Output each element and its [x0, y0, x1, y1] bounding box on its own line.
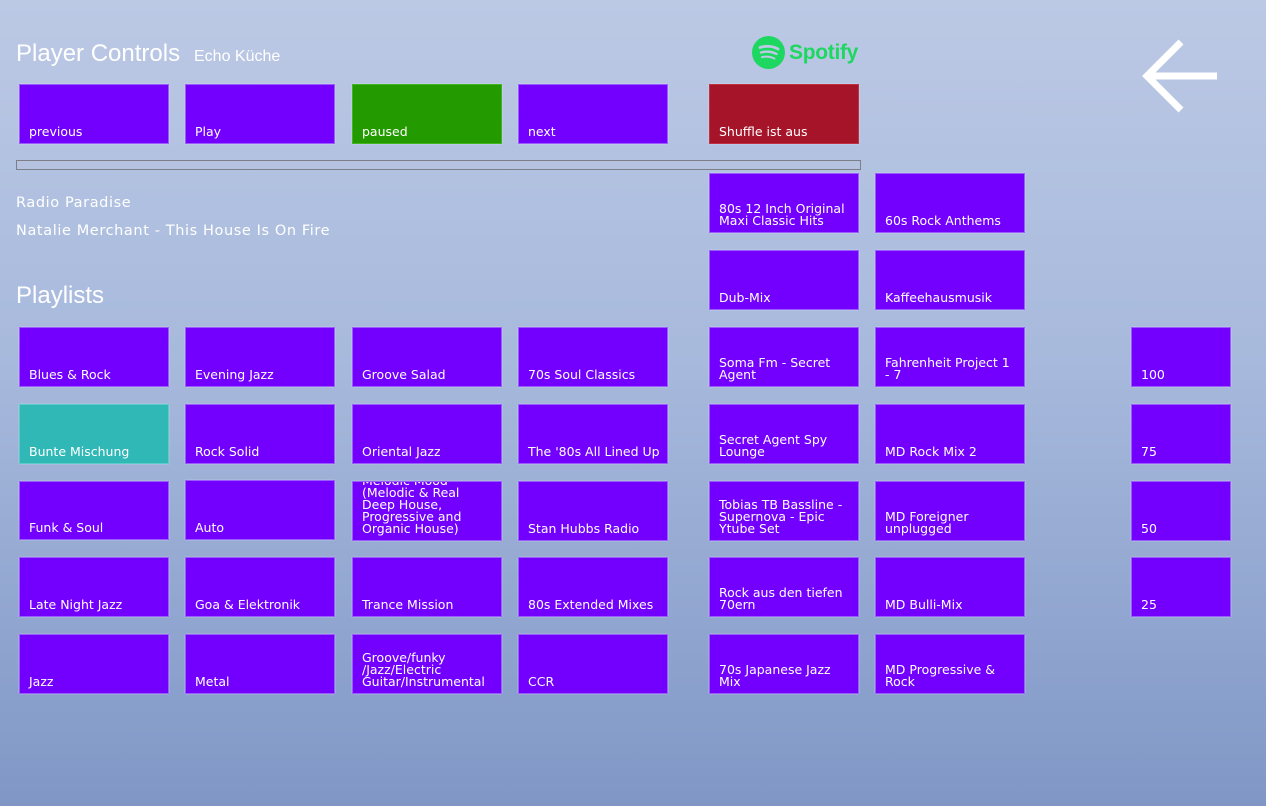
playlist-tile[interactable]: 70s Soul Classics	[518, 327, 668, 387]
volume-label: 50	[1141, 521, 1157, 536]
playlist-tile[interactable]: 80s Extended Mixes	[518, 557, 668, 617]
playlist-tile[interactable]: Blues & Rock	[19, 327, 169, 387]
playlist-label: Rock Solid	[195, 444, 260, 459]
playlist-tile[interactable]: Trance Mission	[352, 557, 502, 617]
shuffle-toggle[interactable]: Shuffle ist aus	[709, 84, 859, 144]
button-label: previous	[29, 124, 83, 139]
playlist-tile[interactable]: MD Rock Mix 2	[875, 404, 1025, 464]
device-name: Echo Küche	[194, 48, 281, 65]
playlist-tile[interactable]: Auto	[185, 480, 335, 540]
playlist-label: 80s Extended Mixes	[528, 597, 654, 612]
playlist-label: 80s 12 Inch Original Maxi Classic Hits	[719, 201, 845, 228]
playlist-label: 60s Rock Anthems	[885, 213, 1001, 228]
playlists-heading: Playlists	[16, 282, 105, 309]
playlist-tile[interactable]: Kaffeehausmusik	[875, 250, 1025, 310]
progress-bar[interactable]	[16, 160, 861, 170]
playlist-tile[interactable]: MD Bulli-Mix	[875, 557, 1025, 617]
button-label: Shuffle ist aus	[719, 124, 808, 139]
arrow-left-icon	[1142, 39, 1217, 113]
playlist-label: Groove/funky /Jazz/Electric Guitar/Instr…	[362, 650, 485, 689]
playlist-tile[interactable]: Jazz	[19, 634, 169, 694]
back-button[interactable]	[1141, 38, 1221, 114]
playlist-tile-selected[interactable]: Bunte Mischung	[19, 404, 169, 464]
next-button[interactable]: next	[518, 84, 668, 144]
playlist-tile[interactable]: 70s Japanese Jazz Mix	[709, 634, 859, 694]
playlist-label: Dub-Mix	[719, 290, 771, 305]
playlist-tile[interactable]: Soma Fm - Secret Agent	[709, 327, 859, 387]
playlist-label: Fahrenheit Project 1 - 7	[885, 355, 1010, 382]
playlist-tile[interactable]: MD Foreigner unplugged	[875, 481, 1025, 541]
playlist-tile[interactable]: Rock Solid	[185, 404, 335, 464]
playlist-tile[interactable]: 60s Rock Anthems	[875, 173, 1025, 233]
playlist-label: MD Progressive & Rock	[885, 662, 996, 689]
playlist-label: Blues & Rock	[29, 367, 111, 382]
playlist-tile[interactable]: Rock aus den tiefen 70ern	[709, 557, 859, 617]
playlist-label: Metal	[195, 674, 230, 689]
playlist-label: Jazz	[29, 674, 54, 689]
station-name: Radio Paradise	[16, 195, 132, 211]
playlist-label: Tobias TB Bassline - Supernova - Epic Yt…	[719, 497, 843, 536]
playlist-tile[interactable]: MD Progressive & Rock	[875, 634, 1025, 694]
playlist-tile[interactable]: Stan Hubbs Radio	[518, 481, 668, 541]
playlist-label: Goa & Elektronik	[195, 597, 301, 612]
playlist-tile[interactable]: Funk & Soul	[19, 481, 169, 540]
playlist-label: Rock aus den tiefen 70ern	[719, 585, 843, 612]
playlist-label: Bunte Mischung	[29, 444, 130, 459]
playlist-tile[interactable]: Fahrenheit Project 1 - 7	[875, 327, 1025, 387]
button-label: next	[528, 124, 556, 139]
playlist-tile[interactable]: Melodic Mood (Melodic & Real Deep House,…	[352, 481, 502, 541]
playlist-label: CCR	[528, 674, 555, 689]
previous-button[interactable]: previous	[19, 84, 169, 144]
playlist-label: Oriental Jazz	[362, 444, 441, 459]
playlist-tile[interactable]: 80s 12 Inch Original Maxi Classic Hits	[709, 173, 859, 233]
playlist-tile[interactable]: The '80s All Lined Up	[518, 404, 668, 464]
playlist-tile[interactable]: Groove/funky /Jazz/Electric Guitar/Instr…	[352, 634, 502, 694]
playlist-tile[interactable]: Secret Agent Spy Lounge	[709, 404, 859, 464]
play-button[interactable]: Play	[185, 84, 335, 144]
playlist-label: MD Rock Mix 2	[885, 444, 977, 459]
volume-label: 75	[1141, 444, 1157, 459]
playlist-tile[interactable]: Goa & Elektronik	[185, 557, 335, 617]
spotify-logo: Spotify	[752, 36, 858, 69]
playlist-tile[interactable]: Late Night Jazz	[19, 557, 169, 617]
pause-button[interactable]: paused	[352, 84, 502, 144]
playlist-label: MD Bulli-Mix	[885, 597, 963, 612]
spotify-icon	[752, 36, 785, 69]
playlist-label: Kaffeehausmusik	[885, 290, 992, 305]
playlist-tile[interactable]: Groove Salad	[352, 327, 502, 387]
playlist-label: Trance Mission	[362, 597, 454, 612]
volume-25-button[interactable]: 25	[1131, 557, 1231, 617]
playlist-tile[interactable]: Metal	[185, 634, 335, 694]
playlist-tile[interactable]: Evening Jazz	[185, 327, 335, 387]
playlist-label: Secret Agent Spy Lounge	[719, 432, 828, 459]
playlist-tile[interactable]: Oriental Jazz	[352, 404, 502, 464]
volume-label: 100	[1141, 367, 1165, 382]
button-label: paused	[362, 124, 408, 139]
playlist-tile[interactable]: Dub-Mix	[709, 250, 859, 310]
button-label: Play	[195, 124, 222, 139]
playlist-label: The '80s All Lined Up	[528, 444, 660, 459]
playlist-label: Soma Fm - Secret Agent	[719, 355, 831, 382]
playlist-label: Evening Jazz	[195, 367, 274, 382]
playlist-label: Groove Salad	[362, 367, 446, 382]
playlist-label: Funk & Soul	[29, 520, 104, 535]
playlist-label: MD Foreigner unplugged	[885, 509, 969, 536]
volume-100-button[interactable]: 100	[1131, 327, 1231, 387]
playlist-label: 70s Japanese Jazz Mix	[719, 662, 831, 689]
volume-75-button[interactable]: 75	[1131, 404, 1231, 464]
page-title: Player Controls	[16, 40, 181, 67]
playlist-label: Auto	[195, 520, 225, 535]
volume-label: 25	[1141, 597, 1157, 612]
playlist-tile[interactable]: CCR	[518, 634, 668, 694]
playlist-label: 70s Soul Classics	[528, 367, 636, 382]
spotify-wordmark: Spotify	[789, 40, 859, 64]
playlist-label: Melodic Mood (Melodic & Real Deep House,…	[362, 482, 462, 536]
volume-50-button[interactable]: 50	[1131, 481, 1231, 541]
playlist-label: Late Night Jazz	[29, 597, 123, 612]
playlist-label: Stan Hubbs Radio	[528, 521, 640, 536]
playlist-tile[interactable]: Tobias TB Bassline - Supernova - Epic Yt…	[709, 481, 859, 541]
track-title: Natalie Merchant - This House Is On Fire	[16, 223, 331, 239]
